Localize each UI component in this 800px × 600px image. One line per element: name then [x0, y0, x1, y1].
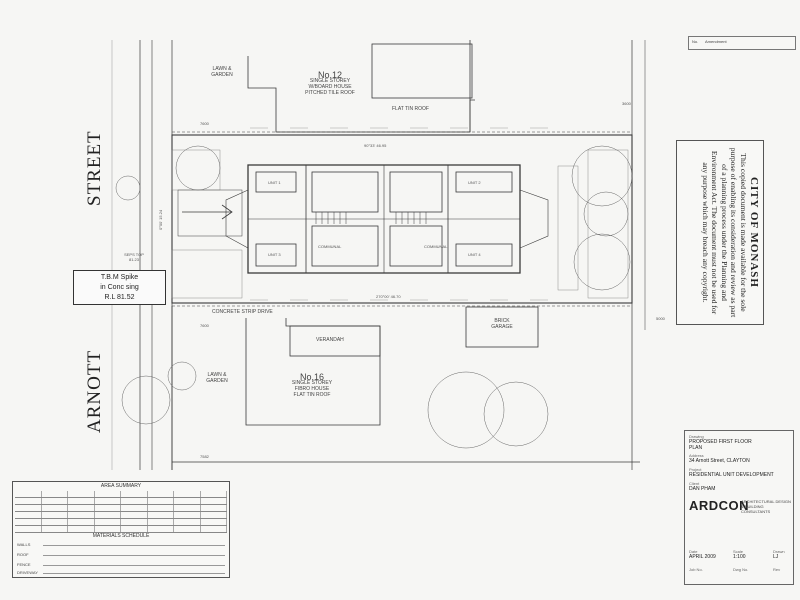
tb-drawing: PROPOSED FIRST FLOOR PLAN	[689, 439, 752, 451]
tb-client-label: Client	[689, 481, 700, 486]
street-label-top: STREET	[84, 130, 105, 206]
tb-date-label: Date	[689, 549, 698, 554]
frontage-dim: 0°00' 15.24	[158, 209, 163, 230]
north-house-number: No.12	[317, 70, 343, 80]
notice-title: CITY OF MONASH	[748, 177, 760, 288]
setback-south-dim: 7600	[200, 323, 209, 328]
tb-address-label: Address	[689, 453, 704, 458]
tbm-note: T.B.M Spike in Conc sing R.L 81.52	[73, 270, 166, 305]
concrete-drive-label: CONCRETE STRIP DRIVE	[212, 309, 273, 315]
north-boundary-dim: 90°33' 46.95	[364, 143, 387, 148]
setback-lower-dim: 7582	[200, 454, 209, 459]
tb-scale-label: Scale	[733, 549, 744, 554]
title-block: Drawing PROPOSED FIRST FLOOR PLAN Addres…	[684, 430, 794, 585]
unit-1-label: UNIT 1	[268, 180, 281, 185]
tb-dwg-label: Dwg No.	[733, 567, 749, 572]
area-schedule: AREA SUMMARY MATERIALS SCHEDULE WALLS RO…	[12, 481, 230, 578]
tb-client: DAN PHAM	[689, 486, 716, 492]
side-right-dim: 3600	[622, 101, 631, 106]
amendment-label: Amendment	[705, 39, 727, 44]
north-lawn-label: LAWN & GARDEN	[211, 66, 233, 78]
north-roof-label: FLAT TIN ROOF	[392, 106, 429, 112]
setback-north-dim: 7600	[200, 121, 209, 126]
council-notice: CITY OF MONASH This copied document is m…	[676, 140, 764, 325]
tb-scale: 1:100	[733, 554, 746, 560]
tb-drawn-label: Drawn	[773, 549, 785, 554]
unit-4-label: UNIT 4	[468, 252, 481, 257]
tbm-line3: R.L 81.52	[104, 294, 135, 301]
unit-2-label: UNIT 2	[468, 180, 481, 185]
communal-label-1: COMMUNAL	[318, 244, 342, 249]
amendment-no: No.	[692, 39, 699, 44]
north-house-label: No.12 SINGLE STOREY W/BOARD HOUSE PITCHE…	[300, 70, 360, 97]
tb-address: 34 Arnott Street, CLAYTON	[689, 458, 750, 464]
south-boundary-dim: 270°00' 46.70	[376, 294, 401, 299]
tb-rev-label: Rev	[773, 567, 781, 572]
material-walls: WALLS	[17, 542, 31, 547]
south-lawn-label: LAWN & GARDEN	[206, 372, 228, 384]
material-fence: FENCE	[17, 562, 31, 567]
materials-title: MATERIALS SCHEDULE	[92, 533, 150, 539]
amendment-box: No. Amendment	[688, 36, 796, 50]
south-house-line2: FIBRO HOUSE	[294, 386, 330, 392]
unit-3-label: UNIT 3	[268, 252, 281, 257]
tbm-line2: in Conc sing	[100, 284, 139, 291]
firm-subtitle: ARCHITECTURAL DESIGN & BUILDING CONSULTA…	[741, 499, 791, 514]
brick-garage-label: BRICK GARAGE	[491, 318, 513, 330]
tb-project: RESIDENTIAL UNIT DEVELOPMENT	[689, 472, 774, 478]
tb-date: APRIL 2009	[689, 554, 716, 560]
tb-job-label: Job No.	[689, 567, 703, 572]
notice-body: This copied document is made available f…	[700, 147, 748, 318]
side-lower-dim: 5000	[656, 316, 665, 321]
verandah-label: VERANDAH	[316, 337, 344, 343]
sep-level: SEPS TOP 81.23	[124, 252, 144, 262]
tb-project-label: Project	[689, 467, 702, 472]
firm-logo-text: ARDCON	[689, 498, 750, 513]
schedule-title: AREA SUMMARY	[100, 483, 142, 489]
tbm-line1: T.B.M Spike	[100, 274, 139, 281]
material-driveway: DRIVEWAY	[17, 570, 38, 575]
material-roof: ROOF	[17, 552, 29, 557]
south-house-label: No.16 SINGLE STOREY FIBRO HOUSE FLAT TIN…	[282, 372, 342, 399]
schedule-grid	[15, 491, 227, 533]
communal-label-2: COMMUNAL	[424, 244, 448, 249]
north-house-line1: SINGLE STOREY	[309, 78, 351, 84]
north-house-line2: W/BOARD HOUSE	[308, 84, 352, 90]
south-house-number: No.16	[299, 372, 325, 382]
street-label-bottom: ARNOTT	[84, 349, 105, 433]
south-house-line3: FLAT TIN ROOF	[293, 392, 331, 398]
tb-drawing-label: Drawing	[689, 434, 704, 439]
south-house-line1: SINGLE STOREY	[291, 380, 333, 386]
tb-drawn: LJ	[773, 554, 779, 560]
north-house-line3: PITCHED TILE ROOF	[305, 90, 355, 96]
